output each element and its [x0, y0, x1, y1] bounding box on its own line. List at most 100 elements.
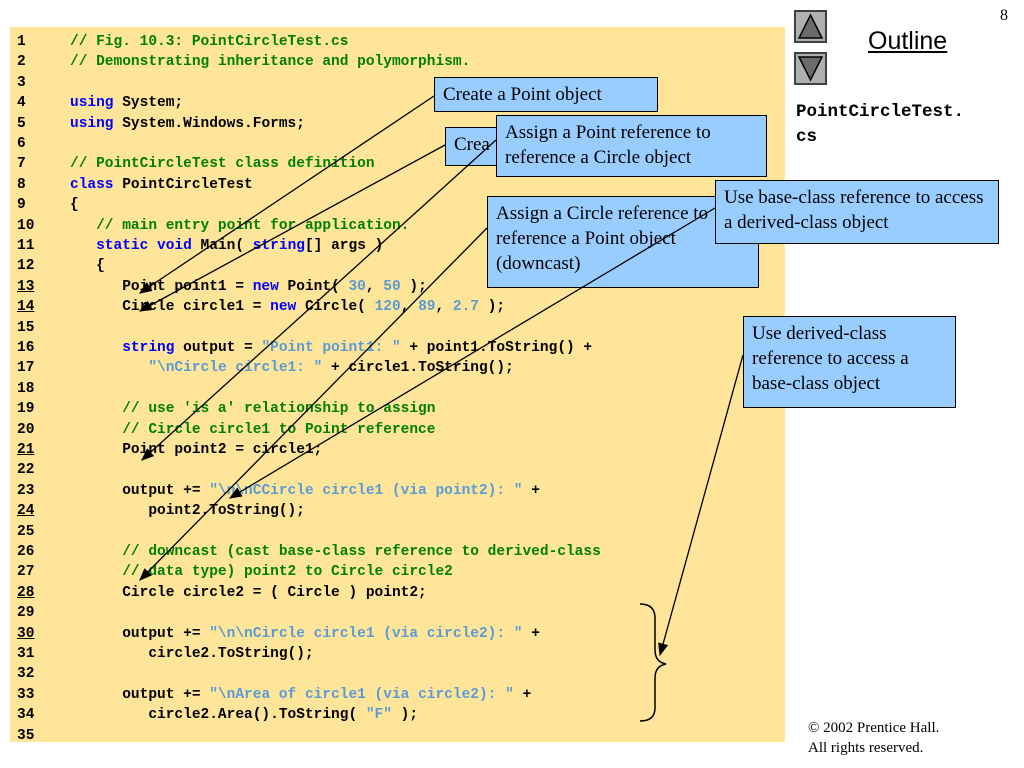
line-number: 1: [17, 34, 26, 50]
file-name: PointCircleTest. cs: [796, 100, 1021, 150]
code-token: ,: [400, 299, 419, 316]
code-token: output +=: [70, 686, 210, 703]
code-token: );: [400, 278, 427, 295]
previous-slide-button[interactable]: [794, 10, 827, 43]
code-text: using System;: [70, 93, 183, 113]
code-text: output += "\n\nCircle circle1 (via circl…: [70, 624, 540, 644]
line-number: 17: [17, 360, 35, 377]
code-token: [] args ): [304, 238, 384, 254]
code-token: 30: [348, 278, 366, 295]
code-token: void: [157, 238, 192, 254]
line-number: 9: [17, 197, 26, 214]
line-number: 34: [17, 707, 35, 724]
code-text: // downcast (cast base-class reference t…: [70, 542, 601, 562]
line-number: 2: [17, 54, 26, 71]
code-token: ,: [435, 299, 453, 316]
line-number: 20: [17, 421, 35, 438]
line-number: 5: [17, 115, 26, 132]
code-token: // Circle circle1 to Point reference: [70, 421, 436, 438]
line-number: 18: [17, 380, 35, 397]
line-number: 28: [17, 584, 35, 601]
code-token: [70, 340, 122, 356]
line-number: 31: [17, 646, 35, 662]
code-token: using: [70, 115, 114, 132]
line-number: 11: [17, 238, 35, 254]
code-token: // data type) point2 to Circle circle2: [70, 564, 453, 581]
next-slide-button[interactable]: [794, 52, 827, 85]
code-token: output +=: [70, 482, 210, 499]
code-text: {: [70, 195, 79, 215]
code-token: string: [252, 238, 305, 254]
line-number: 15: [17, 319, 35, 336]
down-triangle-icon: [797, 56, 824, 82]
line-number: 12: [17, 258, 35, 275]
copyright: © 2002 Prentice Hall. All rights reserve…: [808, 718, 939, 758]
code-token: // use 'is a' relationship to assign: [70, 401, 436, 418]
code-token: Point point2 = circle1;: [70, 442, 323, 458]
code-text: string output = "Point point1: " + point…: [70, 338, 592, 358]
line-number: 3: [17, 74, 26, 91]
line-number: 10: [17, 217, 35, 234]
code-token: new: [270, 299, 297, 316]
code-token: 2.7: [452, 299, 480, 316]
callout-create-point: Create a Point object: [434, 77, 658, 112]
line-number: 21: [17, 442, 35, 458]
callout-base-class-reference: Use base-class reference to access a der…: [715, 180, 999, 244]
code-token: static: [96, 238, 149, 254]
code-token: output +=: [70, 625, 210, 642]
code-token: + circle1.ToString();: [322, 360, 514, 377]
code-token: new: [252, 278, 279, 295]
code-token: +: [522, 625, 540, 642]
code-token: 89: [418, 299, 436, 316]
line-number: 24: [17, 503, 35, 520]
code-text: Point point1 = new Point( 30, 50 );: [70, 277, 427, 297]
line-number: 27: [17, 564, 35, 581]
line-number: 7: [17, 156, 26, 173]
line-number: 29: [17, 605, 35, 622]
code-token: );: [479, 299, 506, 316]
code-token: Circle(: [296, 299, 375, 316]
line-number: 8: [17, 176, 26, 193]
code-text: // Circle circle1 to Point reference: [70, 420, 435, 440]
code-token: 50: [383, 278, 401, 295]
code-text: // Demonstrating inheritance and polymor…: [70, 52, 470, 72]
code-token: 120: [374, 299, 401, 316]
code-token: string: [122, 340, 175, 356]
line-number: 22: [17, 462, 35, 479]
code-token: + point1.ToString() +: [400, 340, 593, 356]
code-text: // main entry point for application.: [70, 216, 409, 236]
code-token: output =: [174, 340, 262, 356]
code-token: {: [70, 258, 105, 275]
code-text: point2.ToString();: [70, 501, 305, 521]
code-token: circle2.Area().ToString(: [70, 707, 366, 724]
line-number: 32: [17, 666, 35, 683]
code-token: point2.ToString();: [70, 503, 305, 520]
outline-link[interactable]: Outline: [868, 27, 948, 55]
up-triangle-icon: [797, 13, 824, 39]
code-token: System;: [113, 95, 184, 112]
code-token: // downcast (cast base-class reference t…: [70, 544, 601, 560]
code-text: circle2.ToString();: [70, 644, 313, 664]
line-number: 16: [17, 340, 35, 356]
code-token: // PointCircleTest class definition: [70, 156, 375, 173]
line-number: 4: [17, 95, 26, 112]
code-text: output += "\n\nCCircle circle1 (via poin…: [70, 481, 540, 501]
copyright-line-2: All rights reserved.: [808, 740, 924, 756]
page-number: 8: [1000, 7, 1008, 24]
code-text: circle2.Area().ToString( "F" );: [70, 705, 418, 725]
code-token: // Fig. 10.3: PointCircleTest.cs: [70, 34, 349, 50]
code-token: "\nCircle circle1: ": [148, 360, 323, 377]
code-token: [70, 360, 148, 376]
code-text: // PointCircleTest class definition: [70, 154, 375, 174]
code-text: // use 'is a' relationship to assign: [70, 399, 435, 419]
code-text: {: [70, 256, 105, 276]
line-number: 25: [17, 523, 35, 540]
code-token: class: [70, 176, 114, 193]
code-token: Point point1 =: [70, 278, 253, 295]
callout-assign-point-reference: Assign a Point reference to reference a …: [496, 115, 767, 177]
line-number: 35: [17, 727, 35, 744]
code-text: "\nCircle circle1: " + circle1.ToString(…: [70, 358, 514, 378]
code-text: using System.Windows.Forms;: [70, 114, 305, 134]
code-token: "\n\nCCircle circle1 (via point2): ": [209, 482, 523, 499]
callout-derived-class-reference: Use derived-class reference to access a …: [743, 316, 956, 408]
